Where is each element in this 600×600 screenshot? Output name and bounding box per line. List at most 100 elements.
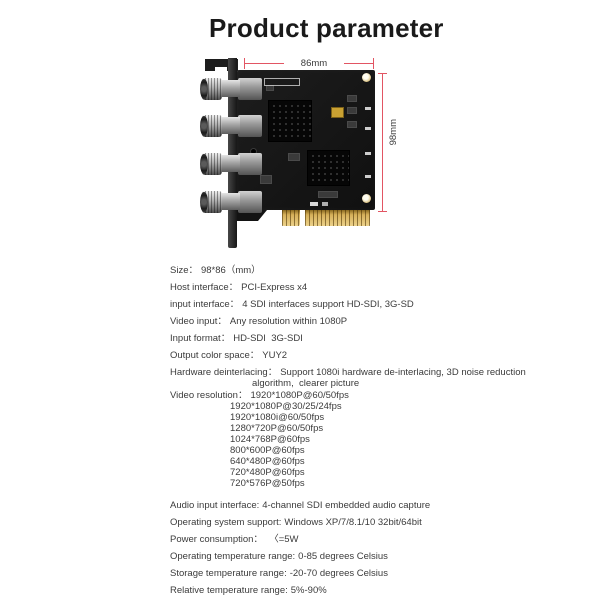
silkscreen-label [365,175,371,178]
bnc-connector-4 [200,190,266,214]
spec-label: Host interface： [170,282,239,293]
spec-value: PCI-Express x4 [241,282,308,293]
silkscreen-label [365,152,371,155]
width-dimension-label: 86mm [284,58,344,69]
bnc-body [238,191,262,213]
spec-value: 1024*768P@60fps [230,434,310,445]
mounting-hole [362,73,371,82]
spec-label: Relative temperature range: [170,585,288,596]
spec-value: 4 SDI interfaces support HD-SDI, 3G-SD [242,299,414,310]
bnc-connector-2 [200,114,266,138]
spec-value: Any resolution within 1080P [229,316,348,327]
spec-value: 98*86（mm） [200,265,261,276]
silkscreen-label [365,107,371,110]
height-dimension-tick [378,73,387,74]
pcb-component [347,121,357,128]
spec-row: 1024*768P@60fps [170,435,580,445]
spec-label: Operating temperature range: [170,551,296,562]
spec-label: Output color space： [170,350,260,361]
spec-row: Size：98*86（mm） [170,266,580,276]
spec-row: 1920*1080i@60/50fps [170,413,580,423]
spec-value: 5%-90% [290,585,327,596]
heatsink [307,150,350,186]
spec-row: algorithm, clearer picture [170,379,580,389]
spec-value: Support 1080i hardware de-interlacing, 3… [280,367,526,378]
height-dimension-label: 98mm [388,119,399,146]
spec-row: Storage temperature range:-20-70 degrees… [170,569,580,579]
silkscreen-label [264,78,300,86]
spec-row: 1920*1080P@30/25/24fps [170,402,580,412]
bnc-opening [200,192,208,212]
spec-row: Operating system support:Windows XP/7/8.… [170,518,580,528]
spec-list: Size：98*86（mm） Host interface：PCI-Express… [170,266,580,596]
spec-row: 720*480P@60fps [170,468,580,478]
spec-label: Storage temperature range: [170,568,287,579]
spec-value: 800*600P@60fps [230,445,305,456]
spec-value: HD-SDI 3G-SDI [233,333,303,344]
pcb-component [347,95,357,102]
bnc-connector-3 [200,152,266,176]
spec-label: Hardware deinterlacing： [170,367,278,378]
bnc-opening [200,116,208,136]
bnc-opening [200,154,208,174]
spec-label: Video resolution： [170,390,248,401]
pcb-component [318,191,338,198]
heatsink [268,100,312,142]
spec-row: 720*576P@50fps [170,479,580,489]
spec-label: Video input： [170,316,227,327]
spec-label: Size： [170,265,198,276]
pci-bracket [228,58,237,248]
spec-row: Power consumption：〈=5W [170,535,580,545]
spec-label: Input format： [170,333,231,344]
spec-value: 4-channel SDI embedded audio capture [262,500,431,511]
width-dimension-tick [244,58,245,69]
spec-value: 0-85 degrees Celsius [298,551,388,562]
bnc-body [238,115,262,137]
spec-row: Output color space：YUY2 [170,351,580,361]
spec-row: Host interface：PCI-Express x4 [170,283,580,293]
pcb-component [288,153,300,161]
spec-row: 800*600P@60fps [170,446,580,456]
spec-row: Video input：Any resolution within 1080P [170,317,580,327]
spec-value: 1920*1080P@30/25/24fps [230,401,342,412]
height-dimension-tick [378,211,387,212]
spec-value: 1920*1080i@60/50fps [230,412,325,423]
spec-value: algorithm, clearer picture [252,378,360,389]
spec-value: 720*480P@60fps [230,467,305,478]
spec-label: input interface： [170,299,240,310]
width-dimension-tick [373,58,374,69]
spec-label: Power consumption： [170,534,263,545]
spec-row: Operating temperature range:0-85 degrees… [170,552,580,562]
spec-label: Operating system support: [170,517,282,528]
spec-value: 1280*720P@60/50fps [230,423,324,434]
spec-row: Video resolution：1920*1080P@60/50fps [170,391,580,401]
pcb-bottom-step [237,210,267,221]
spec-value: 1920*1080P@60/50fps [250,390,349,401]
spec-label: Audio input interface: [170,500,260,511]
spec-value: Windows XP/7/8.1/10 32bit/64bit [284,517,422,528]
bnc-opening [200,79,208,99]
pcb-component [322,202,328,206]
pcie-edge-connector-short [282,210,300,226]
spec-value: 720*576P@50fps [230,478,305,489]
pci-bracket-tab [205,59,238,67]
pcb-component [310,202,318,206]
spec-value: 640*480P@60fps [230,456,305,467]
page-title: Product parameter [209,13,444,43]
height-dimension-line [382,73,383,212]
pcb-component [347,107,357,114]
silkscreen-label [365,127,371,130]
spec-row: input interface：4 SDI interfaces support… [170,300,580,310]
pcb-component [260,175,272,184]
spec-row: Audio input interface:4-channel SDI embe… [170,501,580,511]
spec-row: Relative temperature range:5%-90% [170,586,580,596]
spec-row: 640*480P@60fps [170,457,580,467]
pcie-edge-connector-long [305,210,370,226]
bnc-body [238,153,262,175]
spec-value: -20-70 degrees Celsius [289,568,388,579]
spec-row: 1280*720P@60/50fps [170,424,580,434]
bnc-connector-1 [200,77,266,101]
mounting-hole [362,194,371,203]
spec-value: YUY2 [262,350,288,361]
